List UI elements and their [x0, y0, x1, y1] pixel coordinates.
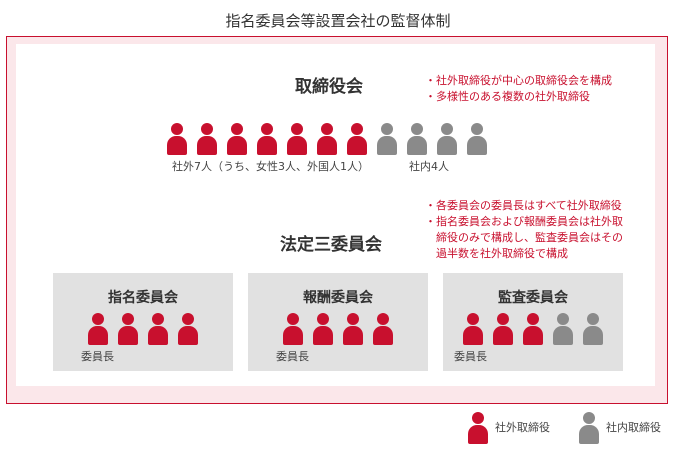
outside-director-icon — [287, 123, 307, 155]
board-heading: 取締役会 — [295, 77, 363, 97]
outside-director-icon — [167, 123, 187, 155]
inside-director-icon — [467, 123, 487, 155]
inside-director-icon — [583, 313, 603, 345]
legend-inside-label: 社内取締役 — [606, 421, 661, 434]
committee-title: 指名委員会 — [108, 290, 178, 306]
legend-inside-person-icon — [579, 412, 599, 444]
outside-director-icon — [463, 313, 483, 345]
outside-director-icon — [523, 313, 543, 345]
outside-members-caption: 社外7人（うち、女性3人、外国人1人） — [172, 160, 369, 173]
page-title: 指名委員会等設置会社の監督体制 — [225, 12, 451, 30]
legend-outside-label: 社外取締役 — [495, 421, 550, 434]
inside-director-icon — [377, 123, 397, 155]
outside-director-icon — [227, 123, 247, 155]
legend-outside-person-icon — [468, 412, 488, 444]
committees-note: ・指名委員会および報酬委員会は社外取 — [425, 215, 623, 228]
committee-compensation: 報酬委員会 委員長 — [248, 273, 428, 371]
board-notes: ・社外取締役が中心の取締役会を構成 ・多様性のある複数の社外取締役 — [425, 73, 612, 105]
outside-director-icon — [313, 313, 333, 345]
outside-director-icon — [178, 313, 198, 345]
outside-director-icon — [257, 123, 277, 155]
chair-label: 委員長 — [276, 350, 309, 363]
committee-title: 報酬委員会 — [303, 290, 373, 306]
outside-director-icon — [493, 313, 513, 345]
committees-heading: 法定三委員会 — [280, 235, 382, 255]
chair-label: 委員長 — [81, 350, 114, 363]
committee-title: 監査委員会 — [498, 290, 568, 306]
outside-director-icon — [88, 313, 108, 345]
board-note: ・社外取締役が中心の取締役会を構成 — [425, 74, 612, 87]
outside-director-icon — [347, 123, 367, 155]
outside-director-icon — [343, 313, 363, 345]
committees-note: 締役のみで構成し、監査委員会はその — [425, 231, 623, 244]
board-note: ・多様性のある複数の社外取締役 — [425, 90, 590, 103]
outside-director-icon — [373, 313, 393, 345]
committees-note: ・各委員会の委員長はすべて社外取締役 — [425, 199, 622, 212]
outside-director-icon — [148, 313, 168, 345]
committees-note: 過半数を社外取締役で構成 — [425, 247, 568, 260]
committee-nomination: 指名委員会 委員長 — [53, 273, 233, 371]
inside-director-icon — [553, 313, 573, 345]
inside-director-icon — [407, 123, 427, 155]
inside-director-icon — [437, 123, 457, 155]
committees-notes: ・各委員会の委員長はすべて社外取締役 ・指名委員会および報酬委員会は社外取 締役… — [425, 198, 623, 262]
outside-director-icon — [118, 313, 138, 345]
outside-director-icon — [317, 123, 337, 155]
inside-members-caption: 社内4人 — [409, 160, 449, 173]
outside-director-icon — [283, 313, 303, 345]
outside-director-icon — [197, 123, 217, 155]
chair-label: 委員長 — [454, 350, 487, 363]
